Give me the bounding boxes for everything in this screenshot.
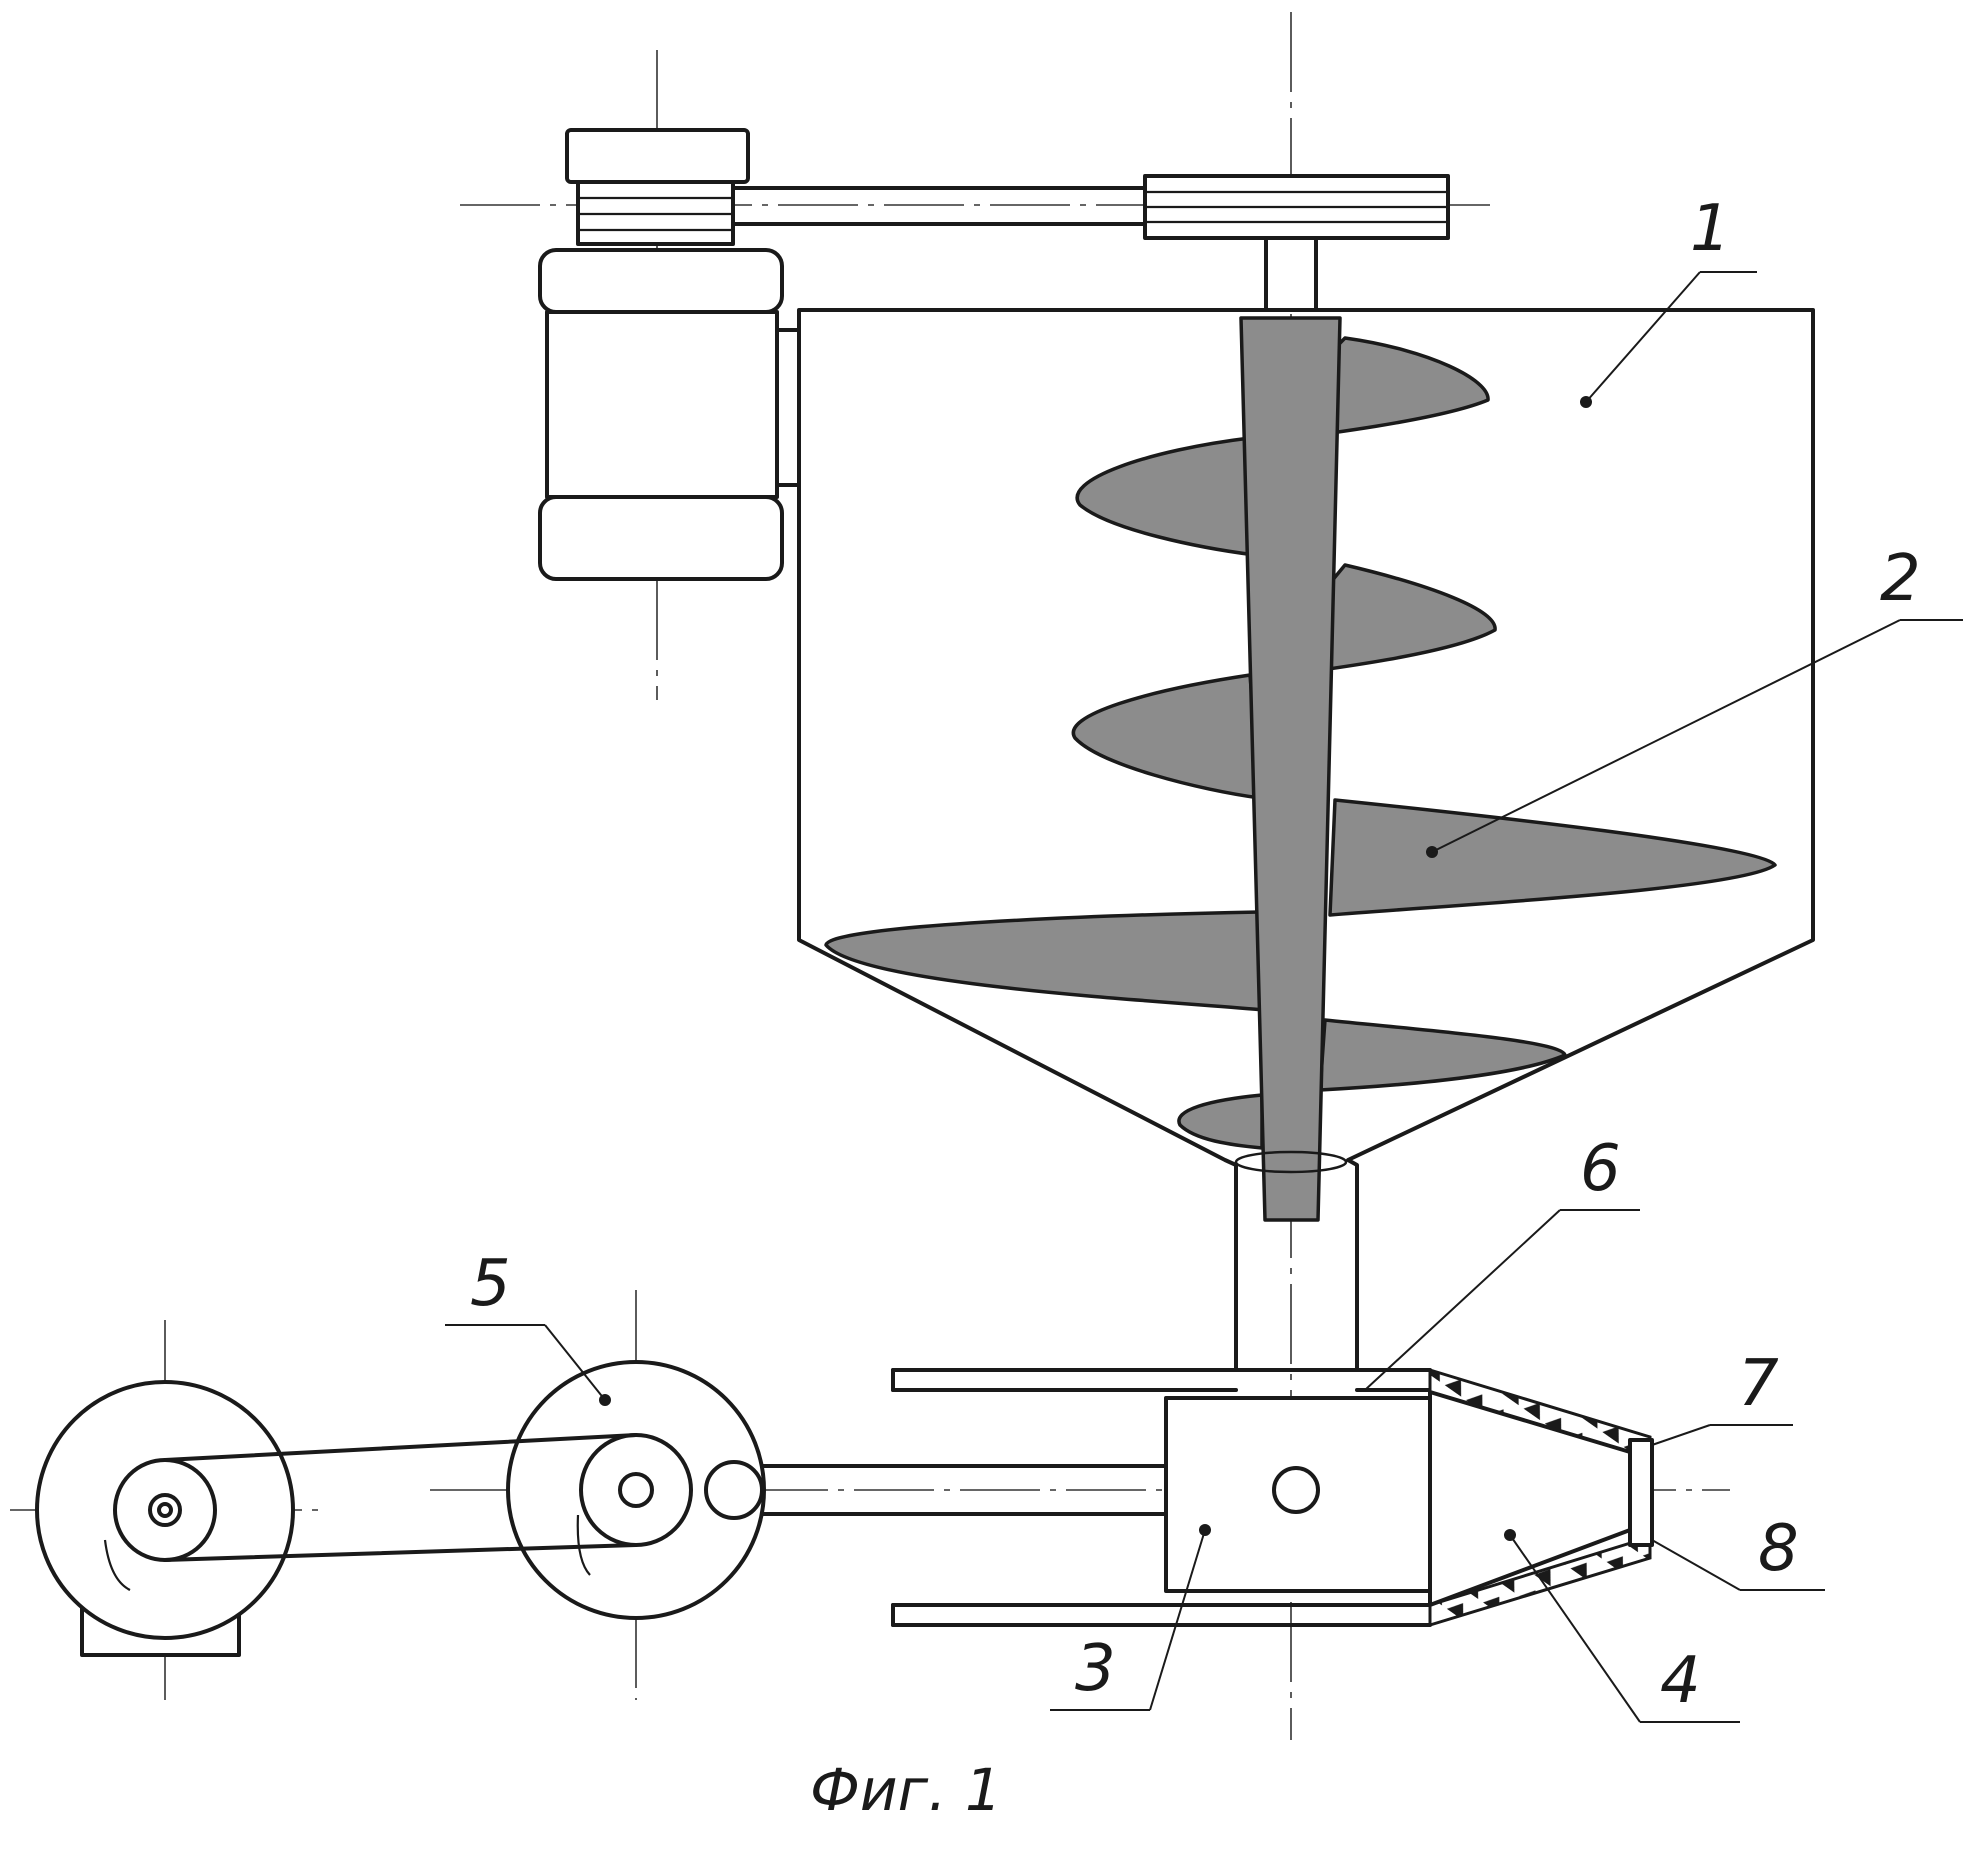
auger (824, 316, 1777, 1222)
label-1: 1 (1690, 192, 1731, 266)
lower-drive (35, 1360, 766, 1657)
extruder-assembly (891, 1367, 1654, 1628)
label-7: 7 (1738, 1347, 1779, 1421)
label-6: 6 (1580, 1132, 1621, 1206)
drive-shaft (728, 1464, 1168, 1516)
part-labels: 1 2 3 4 5 6 7 8 (470, 192, 1921, 1718)
label-4: 4 (1660, 1644, 1701, 1718)
upper-belt-drive (731, 174, 1450, 312)
upper-drive-motor (538, 128, 801, 581)
label-5: 5 (470, 1247, 511, 1321)
label-2: 2 (1880, 542, 1921, 616)
figure-caption: Фиг. 1 (810, 1756, 1002, 1824)
leaders (445, 271, 1963, 1723)
label-8: 8 (1758, 1512, 1799, 1586)
label-3: 3 (1075, 1632, 1116, 1706)
